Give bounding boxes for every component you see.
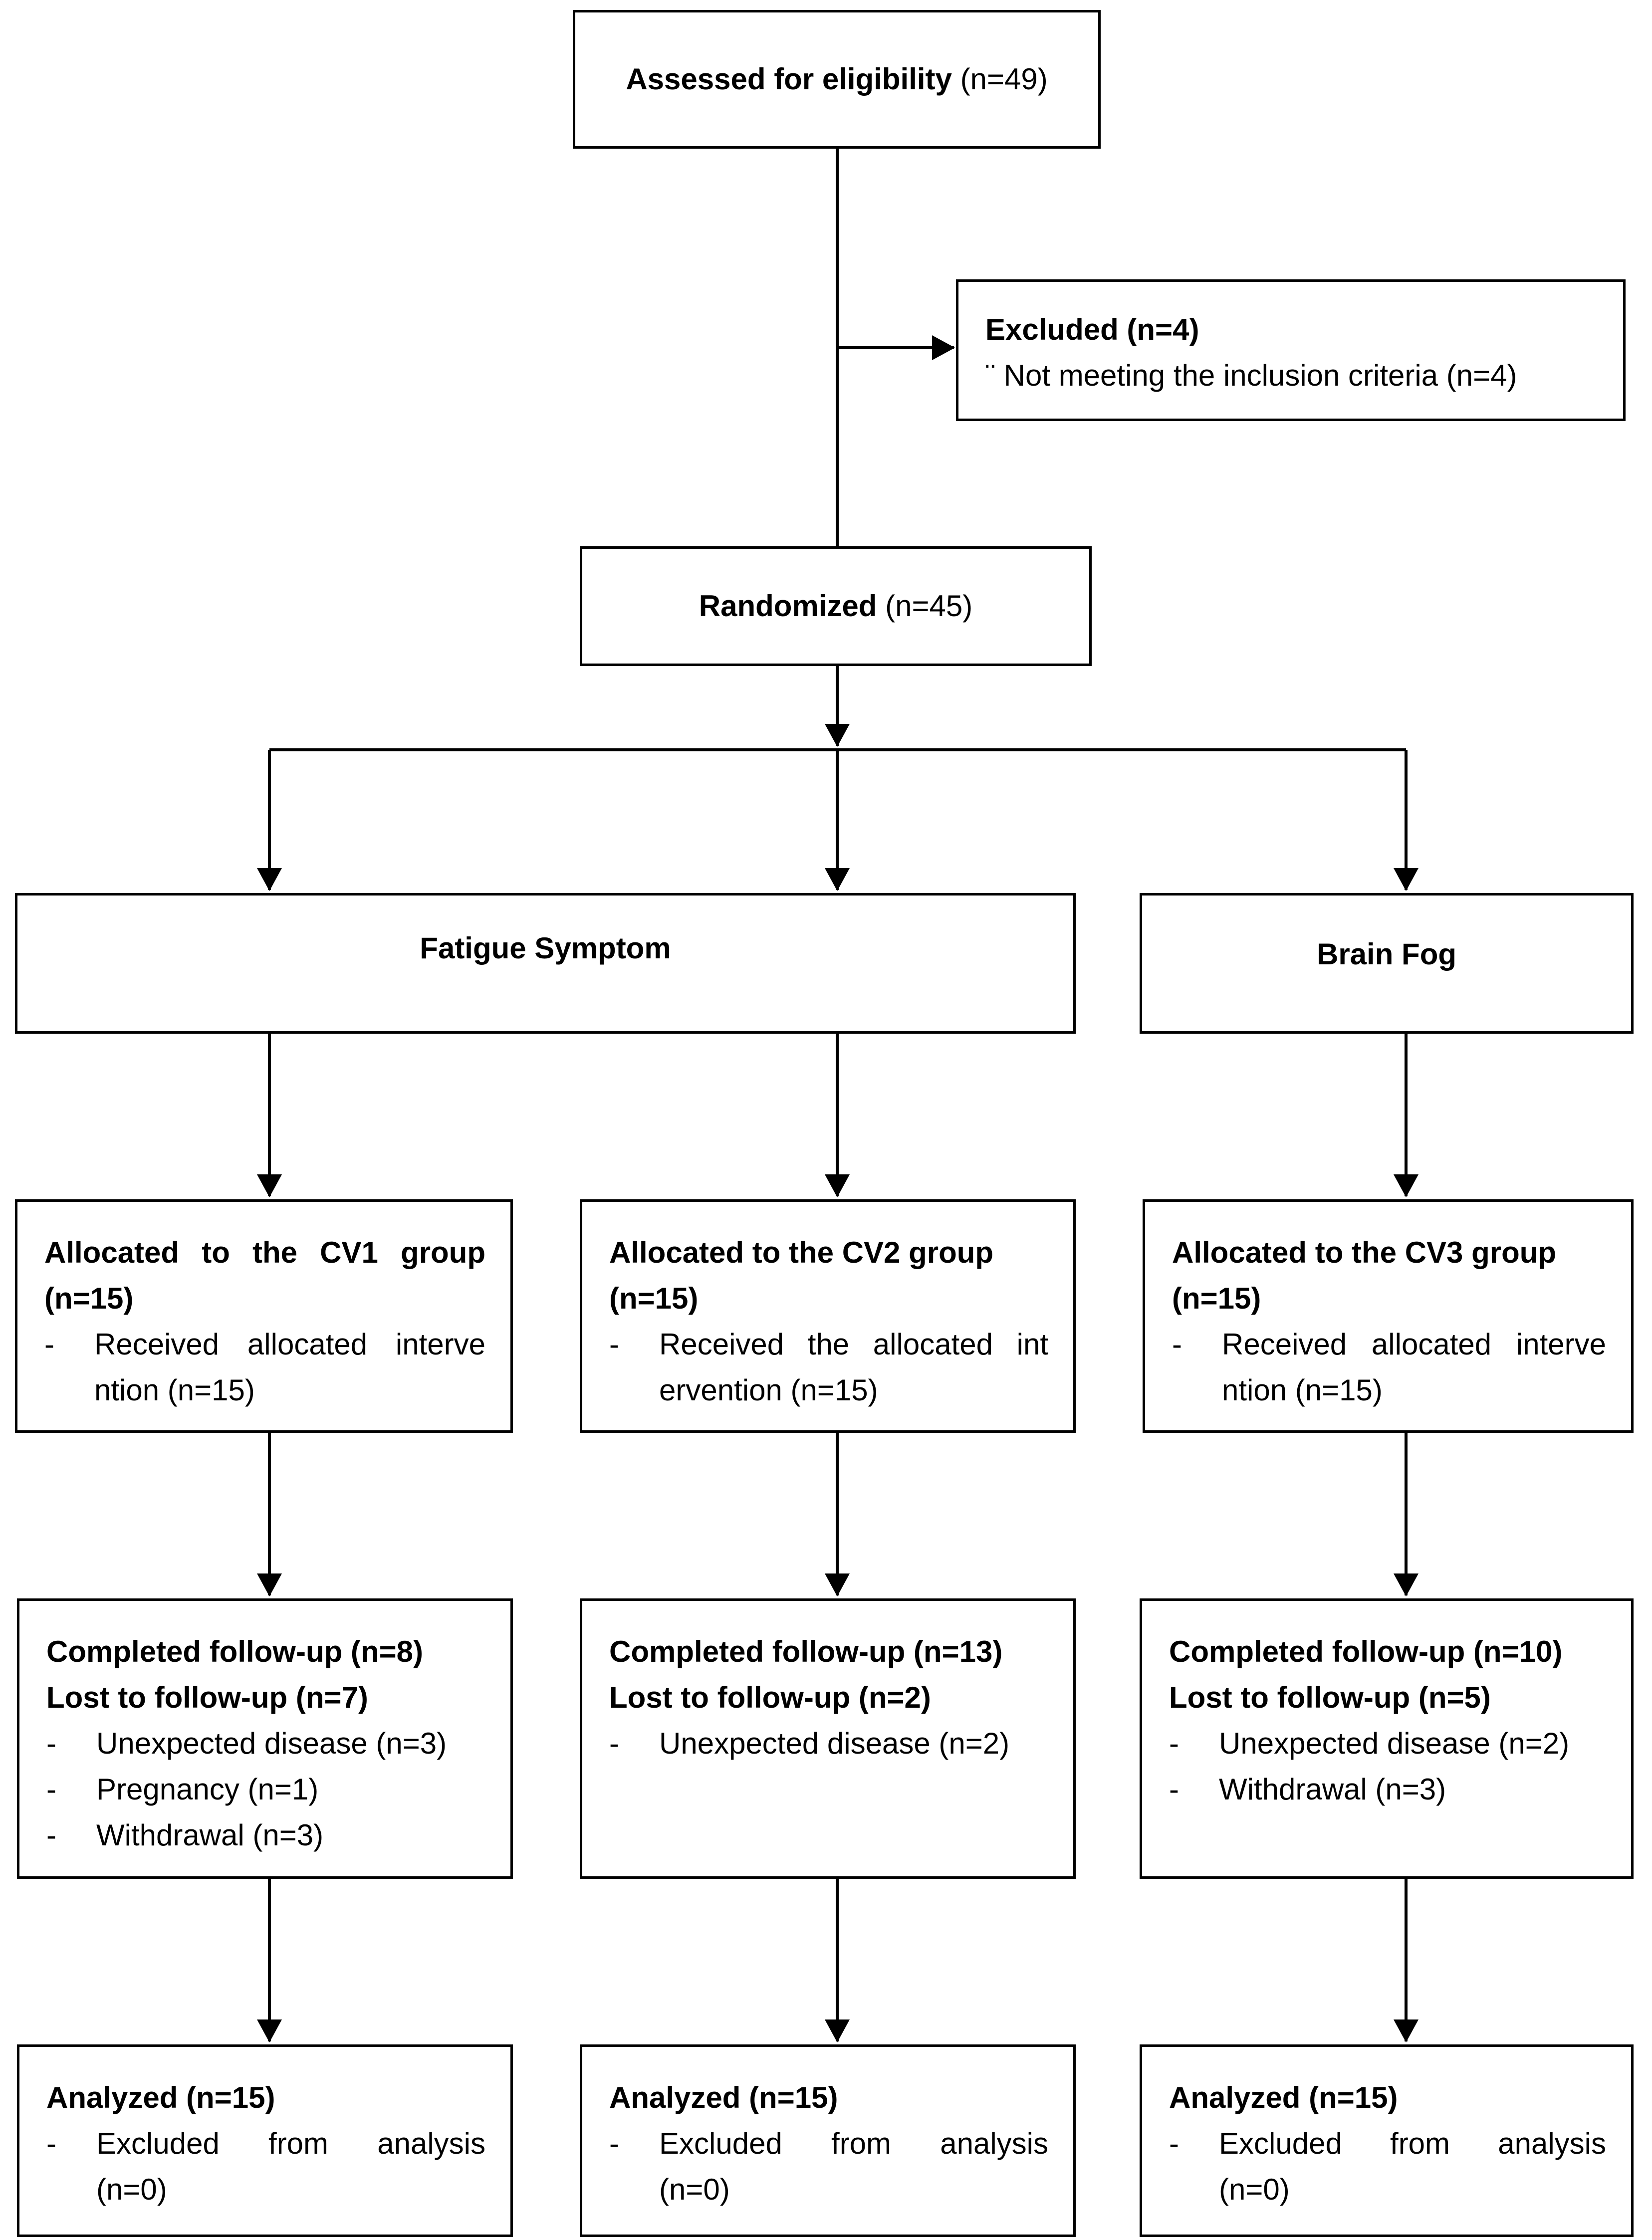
loss-reason: Pregnancy (n=1) (96, 1773, 319, 1806)
analyzed-box-cv3: Analyzed (n=15) -Excluded from analysis … (1140, 2044, 1634, 2237)
analysis-exclusion: Excluded from analysis (96, 2127, 485, 2160)
analysis-exclusion-count: (n=0) (96, 2173, 167, 2206)
followup-box-cv3: Completed follow-up (n=10) Lost to follo… (1140, 1598, 1634, 1879)
dash-bullet: - (46, 1818, 56, 1852)
dash-bullet: - (44, 1328, 54, 1361)
dash-bullet: - (609, 2127, 619, 2160)
completed-followup: Completed follow-up (n=13) (609, 1635, 1003, 1668)
allocation-title: Allocated to the CV3 group (1172, 1236, 1557, 1269)
dash-bullet: - (46, 2127, 56, 2160)
dash-bullet: - (46, 1727, 56, 1760)
lost-to-followup: Lost to follow-up (n=7) (46, 1681, 368, 1714)
excluded-bullet: ¨ (985, 359, 995, 392)
allocation-count: (n=15) (1172, 1282, 1261, 1315)
analyzed-title: Analyzed (n=15) (609, 2081, 838, 2114)
analyzed-title: Analyzed (n=15) (46, 2081, 275, 2114)
allocation-detail: Received allocated interve (1222, 1328, 1606, 1361)
allocation-detail: Received the allocated int (659, 1328, 1048, 1361)
allocation-count: (n=15) (44, 1282, 134, 1315)
dash-bullet: - (1169, 2127, 1179, 2160)
eligibility-label: Assessed for eligibility (626, 62, 952, 96)
allocation-box-cv3: Allocated to the CV3 group (n=15) - Recei… (1143, 1199, 1634, 1433)
followup-box-cv2: Completed follow-up (n=13) Lost to follo… (580, 1598, 1076, 1879)
analysis-exclusion-count: (n=0) (659, 2173, 730, 2206)
randomized-box: Randomized (n=45) (580, 546, 1092, 666)
loss-reason: Unexpected disease (n=2) (1219, 1727, 1570, 1760)
analysis-exclusion-count: (n=0) (1219, 2173, 1290, 2206)
allocation-count: (n=15) (609, 1282, 699, 1315)
loss-reason: Unexpected disease (n=2) (659, 1727, 1010, 1760)
allocation-box-cv1: Allocated to the CV1 group (n=15) - Recei… (15, 1199, 513, 1433)
completed-followup: Completed follow-up (n=8) (46, 1635, 423, 1668)
fatigue-symptom-box: Fatigue Symptom (15, 893, 1076, 1034)
dash-bullet: - (1172, 1328, 1182, 1361)
analyzed-box-cv1: Analyzed (n=15) -Excluded from analysis … (17, 2044, 513, 2237)
completed-followup: Completed follow-up (n=10) (1169, 1635, 1563, 1668)
eligibility-count: (n=49) (960, 62, 1048, 96)
allocation-box-cv2: Allocated to the CV2 group (n=15) - Recei… (580, 1199, 1076, 1433)
analyzed-box-cv2: Analyzed (n=15) -Excluded from analysis … (580, 2044, 1076, 2237)
brain-fog-box: Brain Fog (1140, 893, 1634, 1034)
loss-reason: Unexpected disease (n=3) (96, 1727, 447, 1760)
brain-fog-label: Brain Fog (1317, 937, 1456, 971)
loss-reason: Withdrawal (n=3) (96, 1818, 324, 1852)
excluded-title: Excluded (n=4) (985, 313, 1199, 346)
fatigue-symptom-label: Fatigue Symptom (420, 931, 671, 965)
dash-bullet: - (46, 1773, 56, 1806)
eligibility-box: Assessed for eligibility (n=49) (573, 10, 1101, 149)
analysis-exclusion: Excluded from analysis (659, 2127, 1048, 2160)
allocation-title: Allocated to the CV1 group (44, 1236, 485, 1269)
lost-to-followup: Lost to follow-up (n=5) (1169, 1681, 1491, 1714)
dash-bullet: - (1169, 1773, 1179, 1806)
allocation-detail: Received allocated interve (94, 1328, 485, 1361)
dash-bullet: - (1169, 1727, 1179, 1760)
allocation-detail-cont: ntion (n=15) (94, 1373, 255, 1407)
allocation-title: Allocated to the CV2 group (609, 1236, 994, 1269)
lost-to-followup: Lost to follow-up (n=2) (609, 1681, 931, 1714)
dash-bullet: - (609, 1727, 619, 1760)
allocation-detail-cont: ervention (n=15) (659, 1373, 878, 1407)
analyzed-title: Analyzed (n=15) (1169, 2081, 1398, 2114)
loss-reason: Withdrawal (n=3) (1219, 1773, 1446, 1806)
excluded-box: Excluded (n=4) ¨ Not meeting the inclusi… (956, 279, 1626, 421)
followup-box-cv1: Completed follow-up (n=8) Lost to follow… (17, 1598, 513, 1879)
excluded-reason: Not meeting the inclusion criteria (n=4) (1003, 359, 1517, 392)
randomized-label: Randomized (699, 589, 877, 623)
analysis-exclusion: Excluded from analysis (1219, 2127, 1606, 2160)
dash-bullet: - (609, 1328, 619, 1361)
randomized-count: (n=45) (885, 589, 973, 623)
allocation-detail-cont: ntion (n=15) (1222, 1373, 1383, 1407)
